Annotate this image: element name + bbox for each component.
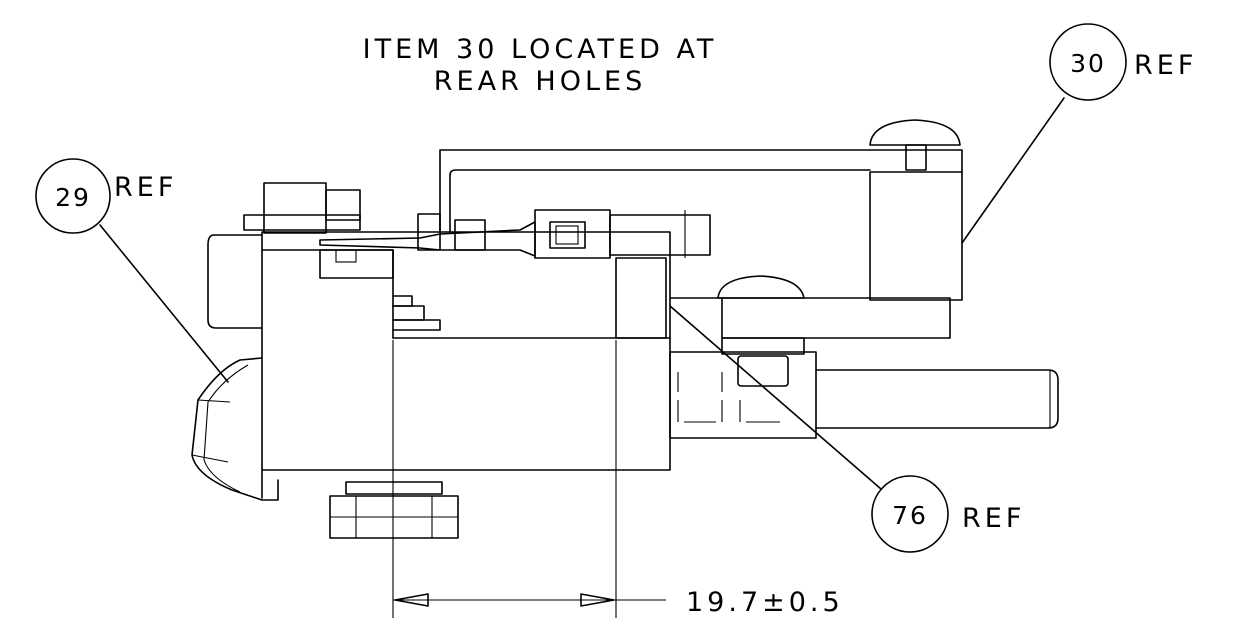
screw-head-top [869, 119, 961, 146]
callout-76-ref: REF [962, 503, 1025, 534]
left-knob [207, 234, 263, 329]
connector-base [243, 214, 361, 231]
lever-inner [203, 364, 249, 493]
tab [335, 249, 357, 263]
bracket-30 [869, 171, 963, 301]
callout-76-leader [669, 305, 882, 490]
callout-29-number: 29 [55, 183, 91, 212]
callout-30: 30 REF [961, 23, 1197, 244]
clip-post [454, 219, 486, 251]
assembly [191, 119, 1059, 539]
bottom-nut [329, 495, 459, 539]
latch-inner [555, 225, 579, 245]
plate [392, 295, 413, 307]
arrowhead-right [580, 593, 615, 607]
bracket-foot [721, 297, 951, 339]
lever-edge [197, 399, 231, 403]
lever-edge [191, 454, 229, 463]
main-body [261, 231, 671, 471]
connector-block-a [263, 182, 327, 234]
callout-76-number: 76 [892, 501, 928, 530]
post [615, 257, 667, 339]
plate [392, 319, 441, 331]
callout-29: 29 REF [35, 158, 229, 383]
bracket-outline [439, 149, 963, 233]
callout-76: 76 REF [669, 305, 1025, 553]
connector-housing [534, 209, 611, 259]
callout-29-ref: REF [114, 172, 177, 203]
pin [815, 369, 1059, 429]
note-line-1: ITEM 30 LOCATED AT [363, 34, 718, 65]
note: ITEM 30 LOCATED AT REAR HOLES [363, 34, 718, 97]
nut [737, 355, 789, 387]
connector-block-b [325, 189, 361, 221]
callout-30-bubble [1049, 23, 1127, 101]
callout-30-number: 30 [1070, 49, 1106, 78]
dimension-label: 19.7±0.5 [686, 587, 844, 618]
nut-washer [345, 481, 443, 495]
connector-plug [609, 214, 711, 256]
note-line-2: REAR HOLES [434, 66, 646, 97]
bushing [669, 351, 817, 439]
screw-shank [905, 144, 927, 171]
callout-29-leader [99, 224, 229, 383]
callout-30-leader [961, 97, 1065, 244]
lever-29 [191, 357, 279, 501]
callout-30-ref: REF [1134, 50, 1197, 81]
dimension: 19.7±0.5 [392, 340, 844, 618]
callout-76-bubble [871, 475, 949, 553]
cable-clip [319, 221, 536, 257]
bracket-inner [449, 169, 871, 233]
plate [392, 305, 425, 321]
callout-29-bubble [35, 158, 111, 234]
latch [549, 221, 586, 249]
spacer [721, 337, 805, 355]
screw-head-mid [717, 275, 805, 299]
arrowhead-left [394, 593, 429, 607]
